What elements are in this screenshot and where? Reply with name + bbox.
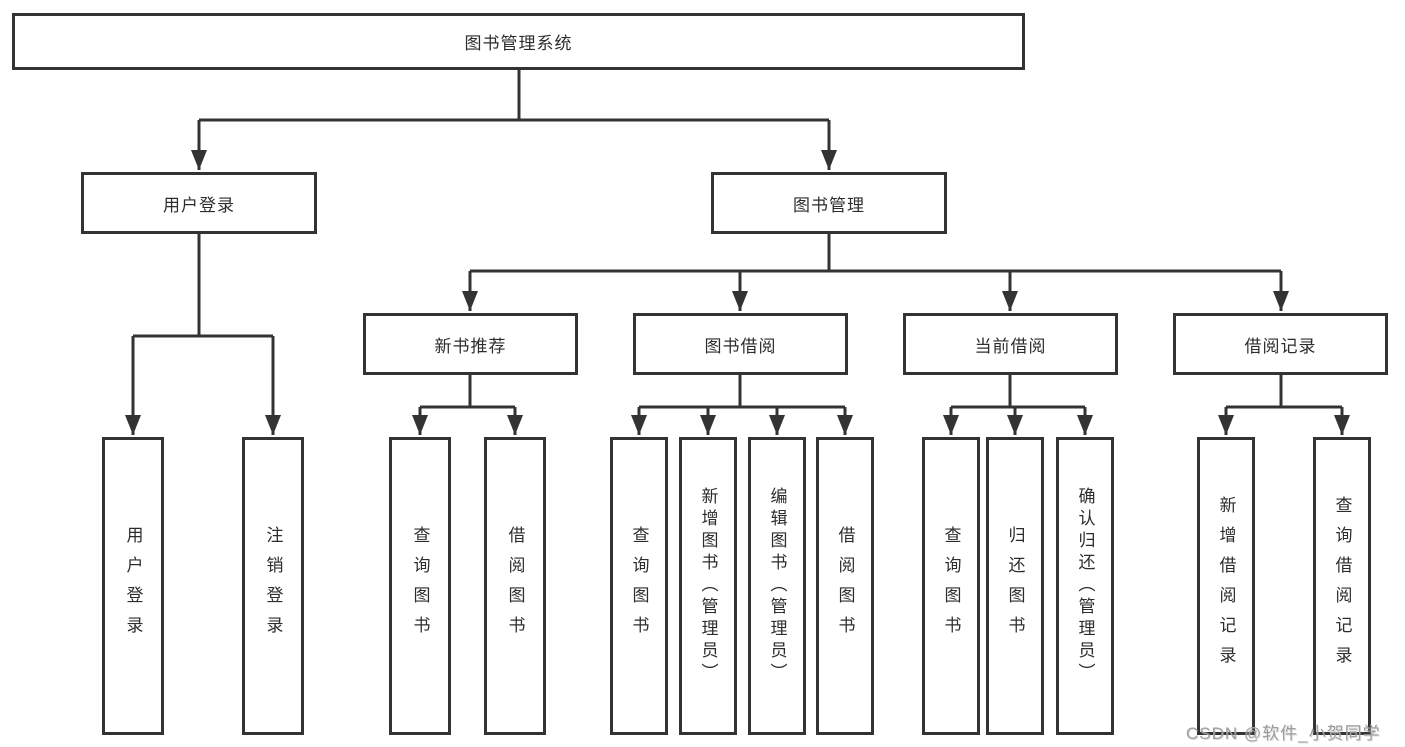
node-new-book-recommendation: 新书推荐 <box>363 313 578 375</box>
leaf-logout-label: 注销登录 <box>263 526 283 646</box>
leaf-query-books-recommend: 查询图书 <box>389 437 451 735</box>
leaf-query-books-recommend-label: 查询图书 <box>410 526 430 646</box>
leaf-confirm-return-admin-label: 确认归还（管理员） <box>1075 487 1095 685</box>
leaf-edit-books-admin-label: 编辑图书（管理员） <box>767 487 787 685</box>
leaf-user-login-label: 用户登录 <box>123 526 143 646</box>
leaf-borrow-books-label: 借阅图书 <box>835 526 855 646</box>
leaf-query-books-borrowing-label: 查询图书 <box>629 526 649 646</box>
node-root-system: 图书管理系统 <box>12 13 1025 70</box>
leaf-query-books-current-label: 查询图书 <box>941 526 961 646</box>
leaf-query-books-borrowing: 查询图书 <box>610 437 668 735</box>
node-current-borrowing: 当前借阅 <box>903 313 1118 375</box>
leaf-add-books-admin-label: 新增图书（管理员） <box>698 487 718 685</box>
node-current-borrowing-label: 当前借阅 <box>974 336 1047 356</box>
node-book-borrowing: 图书借阅 <box>633 313 848 375</box>
node-borrowing-records-label: 借阅记录 <box>1244 336 1317 356</box>
leaf-add-borrow-record: 新增借阅记录 <box>1197 437 1255 735</box>
leaf-confirm-return-admin: 确认归还（管理员） <box>1056 437 1114 735</box>
node-user-login-branch: 用户登录 <box>81 172 317 234</box>
node-book-borrowing-label: 图书借阅 <box>704 336 777 356</box>
leaf-add-borrow-record-label: 新增借阅记录 <box>1216 496 1236 676</box>
leaf-borrow-books-recommend: 借阅图书 <box>484 437 546 735</box>
leaf-query-books-current: 查询图书 <box>922 437 980 735</box>
leaf-user-login: 用户登录 <box>102 437 164 735</box>
leaf-query-borrow-record-label: 查询借阅记录 <box>1332 496 1352 676</box>
node-book-management: 图书管理 <box>711 172 947 234</box>
leaf-query-borrow-record: 查询借阅记录 <box>1313 437 1371 735</box>
node-root-system-label: 图书管理系统 <box>464 34 573 53</box>
node-book-management-label: 图书管理 <box>793 195 865 215</box>
leaf-logout: 注销登录 <box>242 437 304 735</box>
leaf-return-books: 归还图书 <box>986 437 1044 735</box>
leaf-borrow-books: 借阅图书 <box>816 437 874 735</box>
node-user-login-branch-label: 用户登录 <box>163 195 235 215</box>
leaf-return-books-label: 归还图书 <box>1005 526 1025 646</box>
node-new-book-recommendation-label: 新书推荐 <box>434 336 507 356</box>
leaf-edit-books-admin: 编辑图书（管理员） <box>748 437 806 735</box>
leaf-add-books-admin: 新增图书（管理员） <box>679 437 737 735</box>
leaf-borrow-books-recommend-label: 借阅图书 <box>505 526 525 646</box>
csdn-watermark: CSDN @软件_小贺同学 <box>1186 724 1381 743</box>
node-borrowing-records: 借阅记录 <box>1173 313 1388 375</box>
